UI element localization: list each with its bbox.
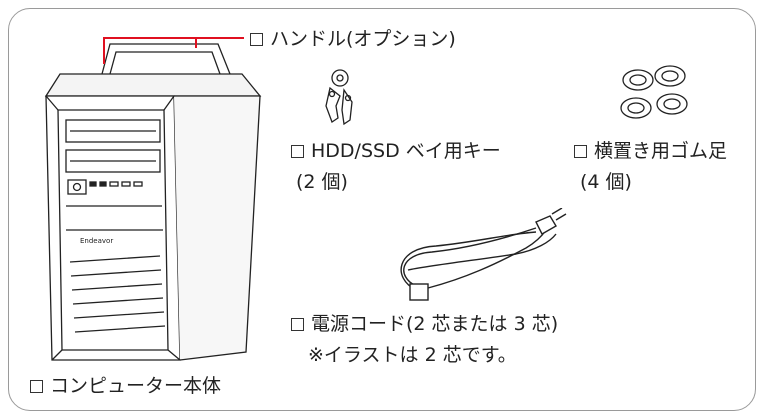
checkbox-icon xyxy=(574,145,587,158)
checkbox-icon xyxy=(30,380,43,393)
checkbox-icon xyxy=(250,33,263,46)
checkbox-icon xyxy=(291,145,304,158)
brand-text: Endeavor xyxy=(80,237,113,245)
checkbox-icon xyxy=(291,318,304,331)
computer-tower-illustration: Endeavor xyxy=(44,43,262,361)
cord-note: ※イラストは 2 芯です。 xyxy=(308,344,517,366)
feet-label: 横置き用ゴム足 xyxy=(574,139,727,163)
power-cord-illustration xyxy=(400,208,567,301)
rubber-feet-illustration xyxy=(620,65,688,119)
feet-count: (4 個) xyxy=(580,171,632,193)
key-illustration xyxy=(325,69,353,126)
keys-label: HDD/SSD ベイ用キー xyxy=(291,139,501,163)
keys-count: (2 個) xyxy=(296,171,348,193)
computer-label: コンピューター本体 xyxy=(30,374,221,398)
handle-label: ハンドル(オプション) xyxy=(250,27,456,51)
cord-label: 電源コード(2 芯または 3 芯) xyxy=(291,312,558,336)
